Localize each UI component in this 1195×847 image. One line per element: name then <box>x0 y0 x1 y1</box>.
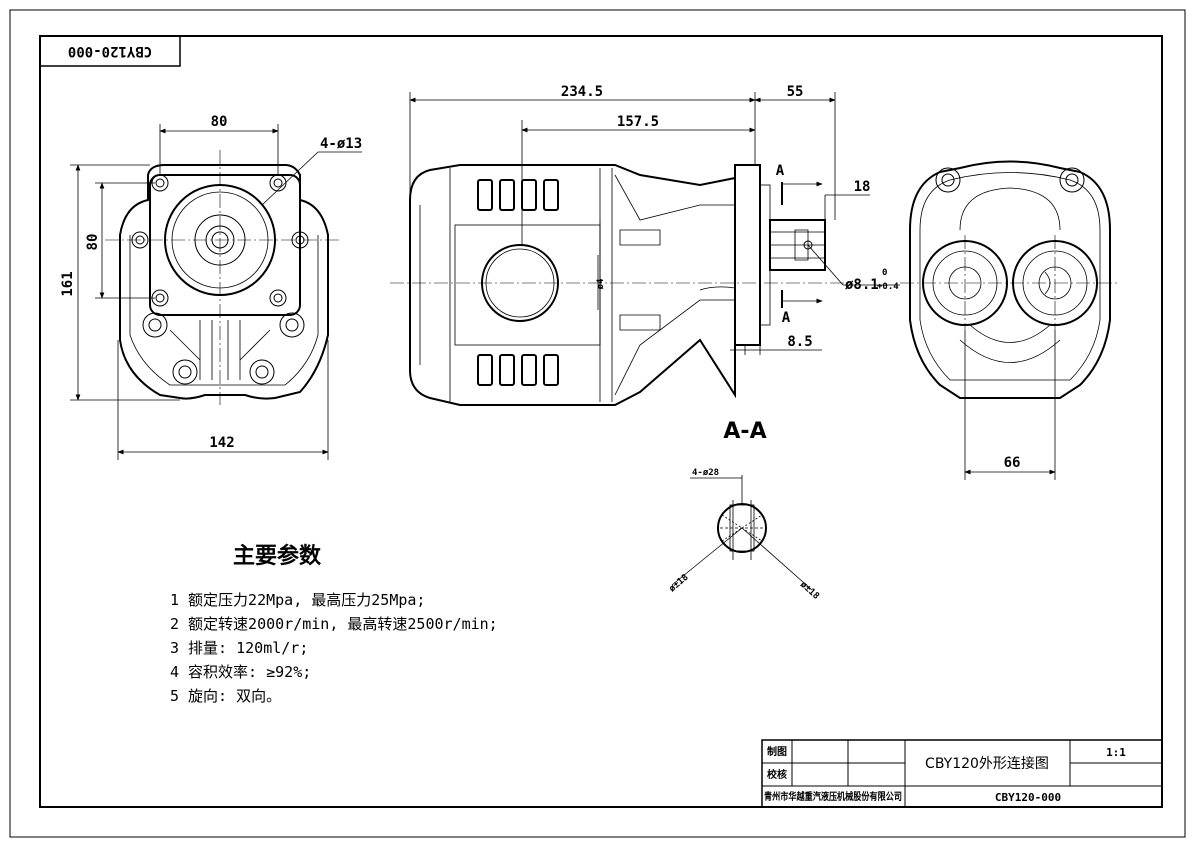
dim-side-18: 18 <box>854 179 871 195</box>
section-tag-right: ø±18 <box>798 580 821 602</box>
param-item-1: 1 额定压力22Mpa, 最高压力25Mpa; <box>170 591 425 609</box>
section-mark-a-top: A <box>776 163 785 179</box>
title-block: 制图 校核 青州市华越重汽液压机械股份有限公司 CBY120外形连接图 1:1 … <box>761 739 1163 808</box>
section-tag-top: 4-ø28 <box>692 468 719 478</box>
tb-scale: 1:1 <box>1106 746 1126 759</box>
section-a-a-detail: 4-ø28 ø±18 ø±18 <box>668 468 821 602</box>
dim-side-shaft: ø8.1 <box>845 277 879 293</box>
dim-side-55: 55 <box>787 84 804 100</box>
main-parameters: 主要参数 1 额定压力22Mpa, 最高压力25Mpa; 2 额定转速2000r… <box>170 543 498 705</box>
section-mark-a-bottom: A <box>782 310 791 326</box>
dim-front-holes: 4-ø13 <box>320 136 362 152</box>
rear-view: 66 <box>900 160 1120 480</box>
dim-front-80-left: 80 <box>85 234 101 251</box>
outer-border <box>9 9 1186 838</box>
param-item-3: 3 排量: 120ml/r; <box>170 639 308 657</box>
dim-side-tol-upper: 0 <box>882 268 887 278</box>
tb-company: 青州市华越重汽液压机械股份有限公司 <box>764 790 902 803</box>
dim-front-161: 161 <box>60 271 76 296</box>
param-item-4: 4 容积效率: ≥92%; <box>170 663 311 681</box>
dim-side-234-5: 234.5 <box>561 84 603 100</box>
inner-border <box>39 35 1163 808</box>
tb-drawing-no: CBY120-000 <box>995 791 1061 804</box>
side-view: ø4 234.5 157.5 55 A A 18 ø8.1 0 +0.4 <box>390 84 900 444</box>
drawing-number-box-text: CBY120-000 <box>68 43 152 59</box>
dim-side-flange-tag: ø4 <box>596 278 606 289</box>
params-title: 主要参数 <box>233 543 322 569</box>
dim-rear-66: 66 <box>1004 455 1021 471</box>
section-tag-left: ø±18 <box>668 573 691 595</box>
dim-side-tol-lower: +0.4 <box>877 282 899 292</box>
dim-front-142: 142 <box>209 435 234 451</box>
tb-row1-label: 制图 <box>767 745 787 758</box>
dim-side-157-5: 157.5 <box>617 114 659 130</box>
dim-side-8-5: 8.5 <box>787 334 812 350</box>
drawing-number-box: CBY120-000 <box>39 35 181 67</box>
param-item-5: 5 旋向: 双向。 <box>170 687 281 705</box>
param-item-2: 2 额定转速2000r/min, 最高转速2500r/min; <box>170 615 498 633</box>
section-title-a-a: A-A <box>723 419 766 444</box>
tb-row2-label: 校核 <box>767 768 787 781</box>
tb-drawing-title: CBY120外形连接图 <box>925 755 1049 772</box>
dim-front-80-top: 80 <box>211 114 228 130</box>
front-view: 80 4-ø13 80 161 142 <box>60 114 362 460</box>
